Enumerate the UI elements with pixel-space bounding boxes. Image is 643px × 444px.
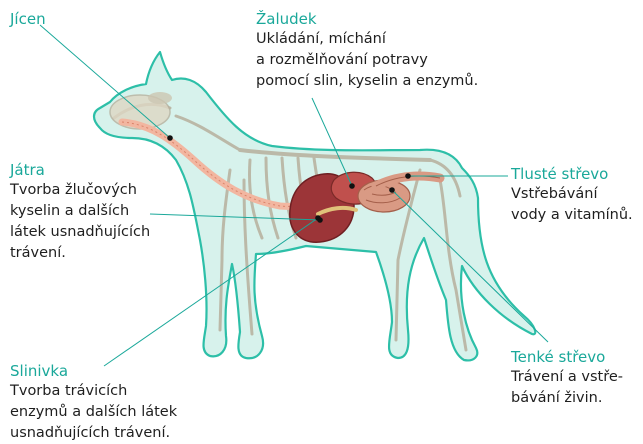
label-jatra-line-3: látek usnadňujících (10, 222, 150, 243)
label-zaludek-line-2: a rozmělňování potravy (256, 50, 478, 71)
label-zaludek-title: Žaludek (256, 9, 478, 29)
label-jatra-line-2: kyselin a dalších (10, 201, 150, 222)
label-zaludek-line-3: pomocí slin, kyselin a enzymů. (256, 71, 478, 92)
dot-slinivka (315, 215, 321, 221)
label-tenke-line-1: Trávení a vstře- (511, 367, 623, 388)
label-tenke-line-2: bávání živin. (511, 388, 623, 409)
label-jicen: Jícen (10, 9, 46, 29)
label-jatra-line-1: Tvorba žlučových (10, 180, 150, 201)
label-slinivka-line-3: usnadňujících trávení. (10, 423, 177, 444)
label-jatra-line-4: trávení. (10, 243, 150, 264)
label-tenke: Tenké střevo Trávení a vstře- bávání živ… (511, 347, 623, 409)
label-slinivka-title: Slinivka (10, 361, 177, 381)
dot-tenke (389, 187, 395, 193)
dot-zaludek (349, 183, 355, 189)
label-jicen-title: Jícen (10, 9, 46, 29)
dot-jicen (167, 135, 173, 141)
label-jatra: Játra Tvorba žlučových kyselin a dalších… (10, 160, 150, 264)
label-zaludek: Žaludek Ukládání, míchání a rozmělňování… (256, 9, 478, 92)
label-tluste: Tlusté střevo Vstřebávání vody a vitamín… (511, 164, 633, 226)
label-tluste-line-1: Vstřebávání (511, 184, 633, 205)
label-slinivka-line-1: Tvorba trávicích (10, 381, 177, 402)
label-zaludek-line-1: Ukládání, míchání (256, 29, 478, 50)
label-tluste-title: Tlusté střevo (511, 164, 633, 184)
label-tenke-title: Tenké střevo (511, 347, 623, 367)
label-slinivka: Slinivka Tvorba trávicích enzymů a další… (10, 361, 177, 444)
label-jatra-title: Játra (10, 160, 150, 180)
label-slinivka-line-2: enzymů a dalších látek (10, 402, 177, 423)
dot-tluste (405, 173, 411, 179)
label-tluste-line-2: vody a vitamínů. (511, 205, 633, 226)
